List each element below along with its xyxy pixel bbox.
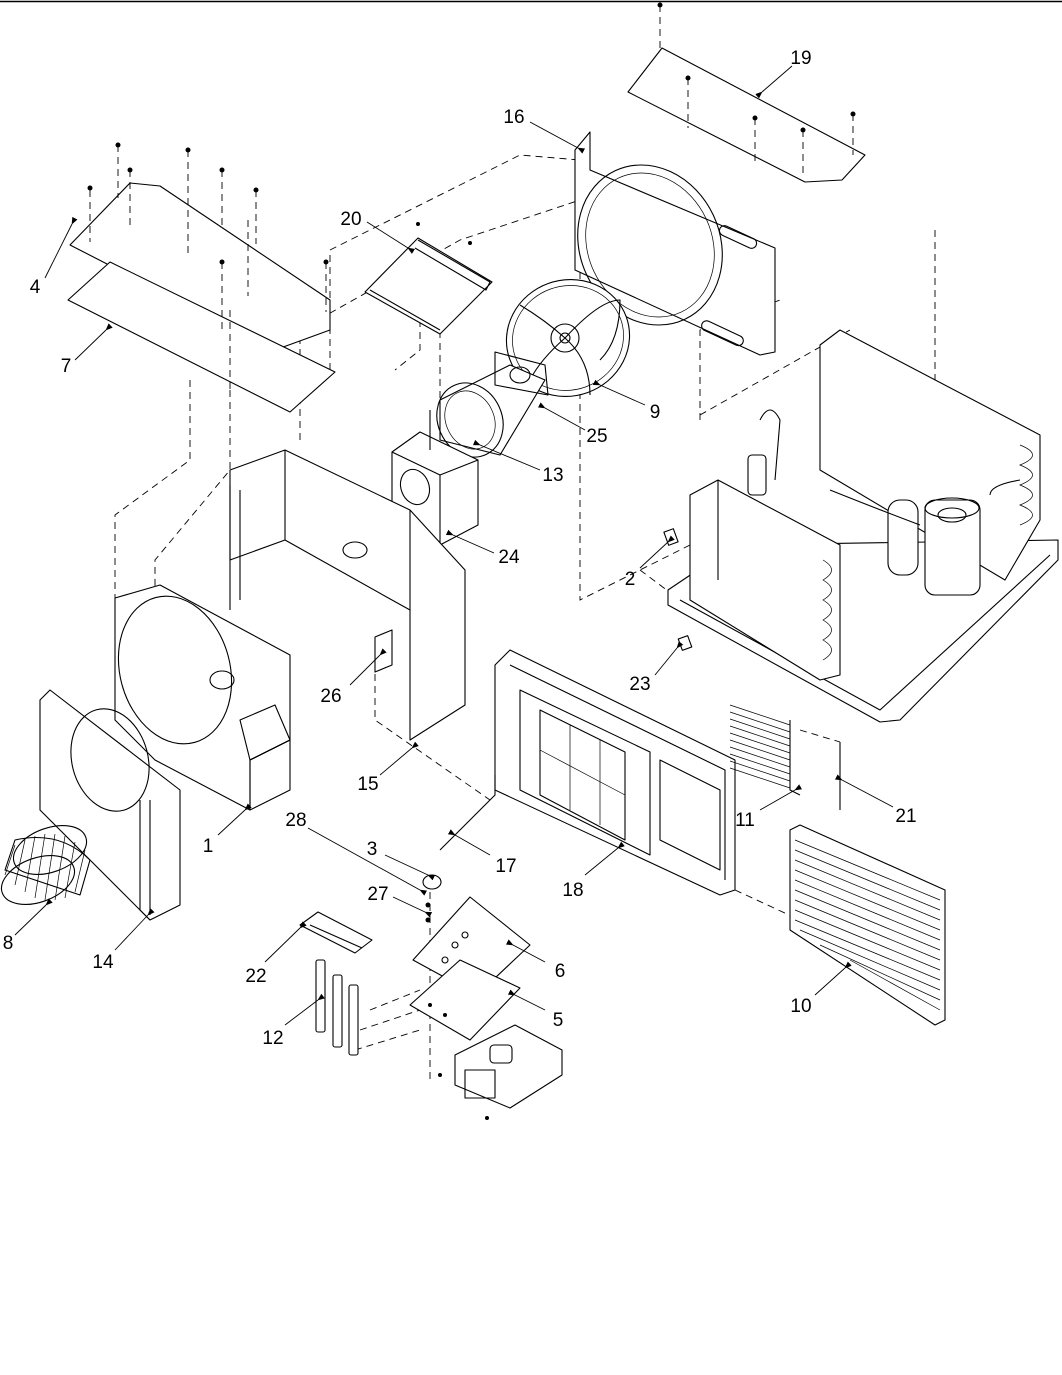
part-26-clip [374,629,393,673]
part-3-knob [422,874,442,890]
part-11-heater-coil [729,704,801,796]
part-5-mount-plate [409,959,521,1041]
callout-6: 6 [555,961,566,982]
callout-28: 28 [285,810,306,831]
part-19-top-cover [627,2,866,183]
callout-14: 14 [92,952,114,973]
callout-5: 5 [553,1010,564,1031]
callout-labels: 1 2 3 4 5 6 7 8 9 10 11 12 13 14 15 16 1… [3,48,917,1049]
callout-3: 3 [367,839,378,860]
callout-15: 15 [357,774,378,795]
part-2-clip [663,528,679,546]
callout-13: 13 [542,465,563,486]
part-9-condenser-fan [505,278,631,398]
callout-1: 1 [203,836,214,857]
part-10-rear-grille [789,824,946,1026]
callout-23: 23 [629,674,650,695]
part-15-divider-wall [229,449,466,741]
control-board [438,1024,563,1120]
part-21-coil-wire [799,729,841,810]
callout-24: 24 [498,547,520,568]
part-12-relay-strips [315,959,359,1056]
part-8-blower-wheel [0,825,91,905]
part-1-evaporator-housing [114,584,291,811]
part-27-screw [425,902,431,923]
part-20-bracket [364,222,493,335]
callout-26: 26 [320,686,341,707]
callout-27: 27 [367,884,388,905]
part-13-blower-motor [436,351,549,458]
part-7-insulation-plate [67,259,336,413]
callout-4: 4 [30,277,41,298]
callout-11: 11 [735,810,755,831]
base-pan-compressor-assembly [667,329,1059,723]
callout-22: 22 [245,966,266,987]
callout-19: 19 [790,48,811,69]
callout-leaders [14,65,894,1026]
callout-17: 17 [495,856,516,877]
callout-21: 21 [895,806,916,827]
part-18-front-frame [494,649,736,896]
callout-8: 8 [3,933,14,954]
part-17-link-rod [439,775,496,851]
callout-25: 25 [586,426,607,447]
callout-7: 7 [61,356,72,377]
callout-2: 2 [625,569,636,590]
callout-9: 9 [650,402,661,423]
callout-10: 10 [790,996,811,1017]
callout-20: 20 [340,209,361,230]
callout-18: 18 [562,880,583,901]
callout-12: 12 [262,1028,283,1049]
part-16-fan-shroud [574,131,776,356]
part-22-bracket [299,911,373,954]
part-23-clip [677,635,693,651]
callout-16: 16 [503,107,524,128]
